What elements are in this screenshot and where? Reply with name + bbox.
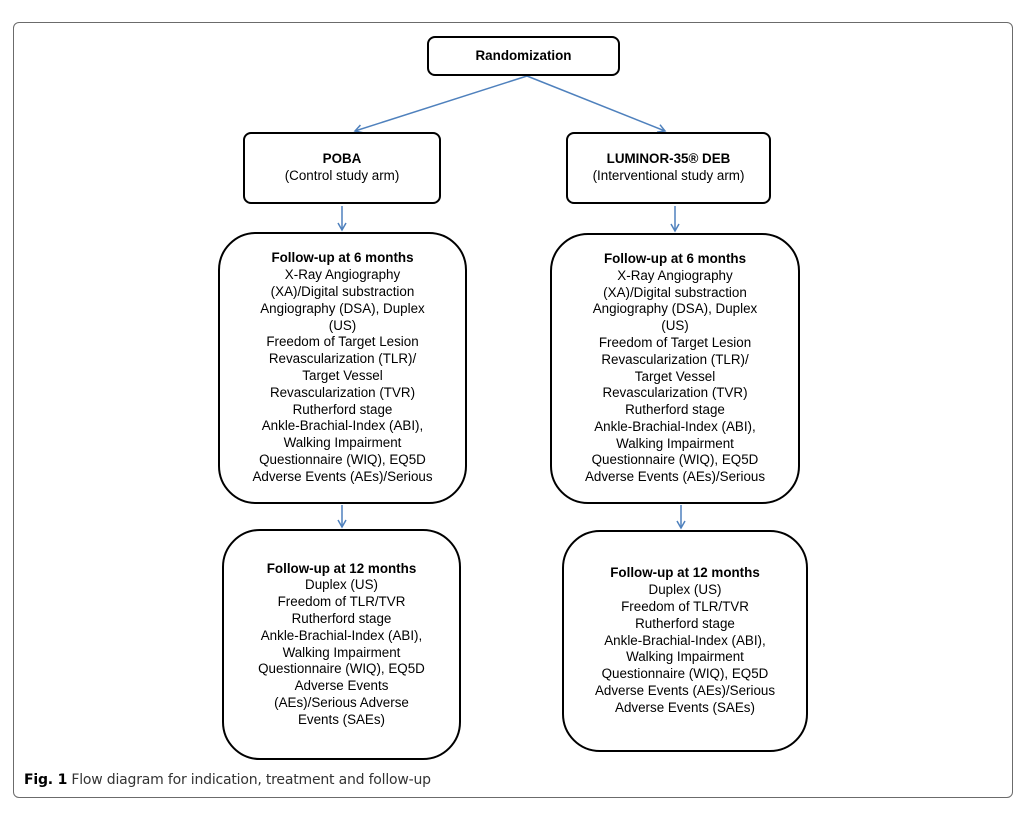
deb-fu12-line: Questionnaire (WIQ), EQ5D (601, 666, 769, 682)
deb-arm-subtitle: (Interventional study arm) (592, 168, 745, 183)
deb-fu12-line: Adverse Events (SAEs) (615, 699, 755, 715)
poba-fu6-line: (US) (328, 317, 357, 333)
poba-fu6-line: Revascularization (TLR)/ (268, 351, 417, 367)
deb-fu12-line: Ankle-Brachial-Index (ABI), (604, 632, 766, 648)
deb-fu6-line: Freedom of Target Lesion (598, 334, 752, 350)
poba-fu12-line: Events (SAEs) (297, 711, 386, 727)
poba-fu12-line: (AEs)/Serious Adverse (274, 694, 409, 710)
deb-fu6-line: Questionnaire (WIQ), EQ5D (591, 452, 759, 468)
deb-fu12-title: Follow-up at 12 months (610, 565, 760, 581)
deb-fu12-line: Freedom of TLR/TVR (621, 599, 749, 614)
deb-fu6-line: X-Ray Angiography (617, 267, 733, 283)
poba-fu6-line: Revascularization (TVR) (269, 384, 416, 400)
deb-fu6-line: Walking Impairment (616, 435, 734, 451)
poba-fu12-line: Ankle-Brachial-Index (ABI), (260, 627, 423, 643)
figure-caption-text: Flow diagram for indication, treatment a… (71, 772, 431, 788)
deb-fu6-line: Ankle-Brachial-Index (ABI), (594, 418, 756, 434)
poba-fu6-line: (XA)/Digital substraction (270, 284, 415, 300)
poba-fu6-box: Follow-up at 6 months X-Ray Angiography … (218, 232, 467, 504)
figure-frame (13, 22, 1013, 798)
randomization-box: Randomization (427, 36, 620, 76)
poba-fu12-line: Rutherford stage (291, 610, 392, 626)
poba-fu12-line: Adverse Events (294, 678, 389, 694)
poba-fu6-line: Angiography (DSA), Duplex (260, 300, 425, 316)
deb-fu6-line: (US) (661, 318, 689, 334)
poba-fu12-box: Follow-up at 12 months Duplex (US) Freed… (222, 529, 461, 760)
poba-fu12-line: Questionnaire (WIQ), EQ5D (258, 661, 425, 677)
poba-fu6-line: X-Ray Angiography (284, 267, 401, 283)
poba-fu12-line: Walking Impairment (282, 644, 401, 660)
poba-arm-subtitle: (Control study arm) (284, 168, 400, 183)
figure-caption: Fig. 1 Flow diagram for indication, trea… (24, 772, 431, 788)
deb-fu6-line: Target Vessel (634, 368, 716, 384)
poba-fu12-line: Duplex (US) (305, 577, 378, 593)
deb-fu12-box: Follow-up at 12 months Duplex (US) Freed… (562, 530, 808, 752)
poba-fu6-title: Follow-up at 6 months (271, 250, 414, 266)
deb-fu6-line: Revascularization (TVR) (602, 385, 748, 401)
poba-fu6-line: Ankle-Brachial-Index (ABI), (261, 418, 424, 434)
figure-caption-label: Fig. 1 (24, 772, 68, 788)
poba-fu6-line: Rutherford stage (292, 401, 393, 417)
deb-fu6-box: Follow-up at 6 months X-Ray Angiography … (550, 233, 800, 504)
poba-arm-box: POBA (Control study arm) (243, 132, 441, 204)
deb-fu6-line: (XA)/Digital substraction (603, 284, 747, 300)
deb-arm-box: LUMINOR-35® DEB (Interventional study ar… (566, 132, 771, 204)
deb-fu12-line: Walking Impairment (626, 649, 744, 665)
poba-fu6-line: Adverse Events (AEs)/Serious (252, 468, 433, 484)
deb-fu6-title: Follow-up at 6 months (603, 250, 747, 266)
poba-fu12-line: Freedom of TLR/TVR (277, 594, 406, 610)
deb-fu6-line: Rutherford stage (625, 402, 725, 418)
poba-arm-name: POBA (322, 151, 362, 167)
poba-fu6-line: Target Vessel (302, 368, 383, 383)
deb-arm-name: LUMINOR-35® DEB (606, 151, 731, 167)
deb-fu12-line: Rutherford stage (635, 615, 735, 631)
poba-fu6-line: Walking Impairment (283, 435, 402, 451)
poba-fu6-line: Questionnaire (WIQ), EQ5D (259, 451, 426, 467)
deb-fu12-line: Adverse Events (AEs)/Serious (594, 682, 776, 698)
deb-fu12-line: Duplex (US) (648, 582, 722, 598)
poba-fu6-line: Freedom of Target Lesion (266, 334, 419, 350)
deb-fu6-line: Revascularization (TLR)/ (601, 351, 749, 367)
deb-fu6-line: Adverse Events (AEs)/Serious (584, 469, 766, 485)
poba-fu12-title: Follow-up at 12 months (266, 560, 417, 576)
deb-fu6-line: Angiography (DSA), Duplex (592, 301, 758, 317)
randomization-title: Randomization (475, 47, 572, 63)
